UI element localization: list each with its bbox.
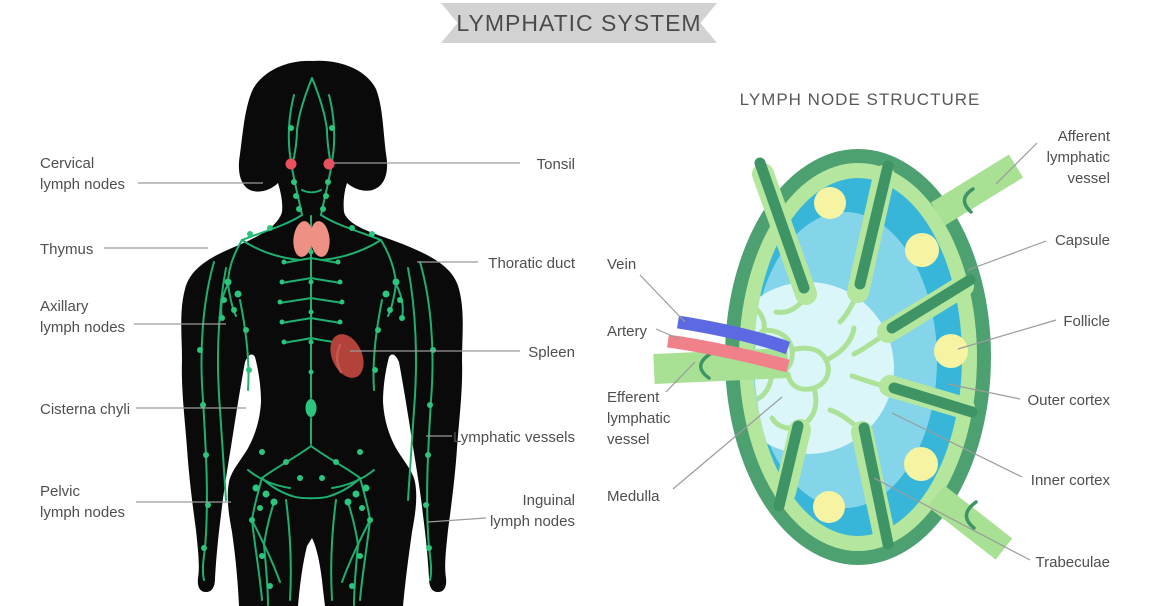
artery-band (667, 334, 790, 373)
label-line: Afferent (1057, 128, 1110, 145)
label-line: Axillary (40, 298, 89, 315)
leader-inguinal (427, 517, 487, 523)
thymus-icon (293, 221, 330, 257)
label-line: Lymphatic vessels (453, 429, 575, 446)
label-tonsil: Tonsil (395, 154, 575, 175)
leader-lines (104, 142, 1057, 561)
label-line: Efferent (607, 389, 660, 406)
afferent-vessel-top (930, 154, 1024, 226)
label-pelvic-lymph-nodes: Pelvic lymph nodes (40, 481, 125, 523)
label-line: vessel (1067, 170, 1110, 187)
label-spleen: Spleen (395, 342, 575, 363)
label-artery: Artery (607, 321, 647, 342)
label-line: lymph nodes (40, 319, 126, 336)
label-line: Outer cortex (1027, 392, 1110, 409)
label-line: Medulla (607, 488, 660, 505)
tonsil-left-icon (285, 158, 297, 170)
label-line: lymph nodes (489, 513, 575, 530)
tonsil-right-icon (323, 158, 335, 170)
follicle (814, 187, 846, 219)
label-line: Cervical (40, 155, 95, 172)
label-line: Pelvic (40, 483, 81, 500)
follicles (813, 187, 968, 523)
label-line: Thymus (40, 241, 94, 258)
follicle (904, 447, 938, 481)
follicle (813, 491, 845, 523)
label-line: Vein (607, 256, 637, 273)
leader-outer-cortex (947, 383, 1021, 400)
body-silhouette (181, 60, 463, 606)
leader-afferent (995, 142, 1038, 185)
label-thoratic-duct: Thoratic duct (395, 253, 575, 274)
label-line: Inguinal (522, 492, 575, 509)
title-ribbon: LYMPHATIC SYSTEM (441, 3, 717, 43)
label-line: Capsule (1054, 232, 1110, 249)
label-line: Spleen (528, 344, 575, 361)
leader-efferent (665, 361, 696, 393)
label-line: lymph nodes (40, 504, 126, 521)
label-thymus: Thymus (40, 239, 93, 260)
label-medulla: Medulla (607, 486, 660, 507)
label-line: Thoratic duct (488, 255, 575, 272)
label-trabeculae: Trabeculae (950, 552, 1111, 573)
label-cervical-lymph-nodes: Cervical lymph nodes (40, 153, 125, 195)
vein-band (676, 315, 791, 355)
leader-medulla (672, 396, 783, 490)
follicle (934, 334, 968, 368)
label-outer-cortex: Outer cortex (950, 390, 1110, 411)
spleen-icon (330, 334, 364, 378)
node-diagram-title: LYMPH NODE STRUCTURE (739, 90, 981, 109)
label-line: Tonsil (536, 156, 575, 173)
leader-trabeculae (873, 477, 1031, 561)
label-line: vessel (607, 431, 650, 448)
label-inguinal-lymph-nodes: Inguinal lymph nodes (395, 490, 575, 532)
label-cisterna-chyli: Cisterna chyli (40, 399, 130, 420)
cisterna-chyli-node (305, 399, 317, 417)
label-axillary-lymph-nodes: Axillary lymph nodes (40, 296, 125, 338)
label-line: lymph nodes (40, 176, 126, 193)
label-lymphatic-vessels: Lymphatic vessels (395, 427, 575, 448)
leader-artery (655, 328, 680, 340)
label-line: Follicle (1063, 313, 1110, 330)
label-line: lymphatic (607, 410, 671, 427)
label-vein: Vein (607, 254, 636, 275)
label-afferent-lymphatic-vessel: Afferent lymphatic vessel (950, 126, 1110, 189)
page-title: LYMPHATIC SYSTEM (456, 9, 702, 36)
label-line: Artery (607, 323, 648, 340)
leader-follicle (957, 319, 1057, 350)
label-follicle: Follicle (950, 311, 1110, 332)
label-line: Inner cortex (1030, 472, 1110, 489)
label-inner-cortex: Inner cortex (950, 470, 1110, 491)
label-capsule: Capsule (950, 230, 1110, 251)
label-line: lymphatic (1046, 149, 1110, 166)
lymph-node-figure (653, 149, 1024, 565)
trabeculae (752, 157, 978, 550)
label-line: Cisterna chyli (40, 401, 131, 418)
follicle (905, 233, 939, 267)
leader-vein (639, 274, 686, 323)
label-efferent-lymphatic-vessel: Efferent lymphatic vessel (607, 387, 670, 450)
leader-inner-cortex (891, 412, 1023, 478)
label-line: Trabeculae (1035, 554, 1111, 571)
leader-capsule (967, 240, 1047, 271)
